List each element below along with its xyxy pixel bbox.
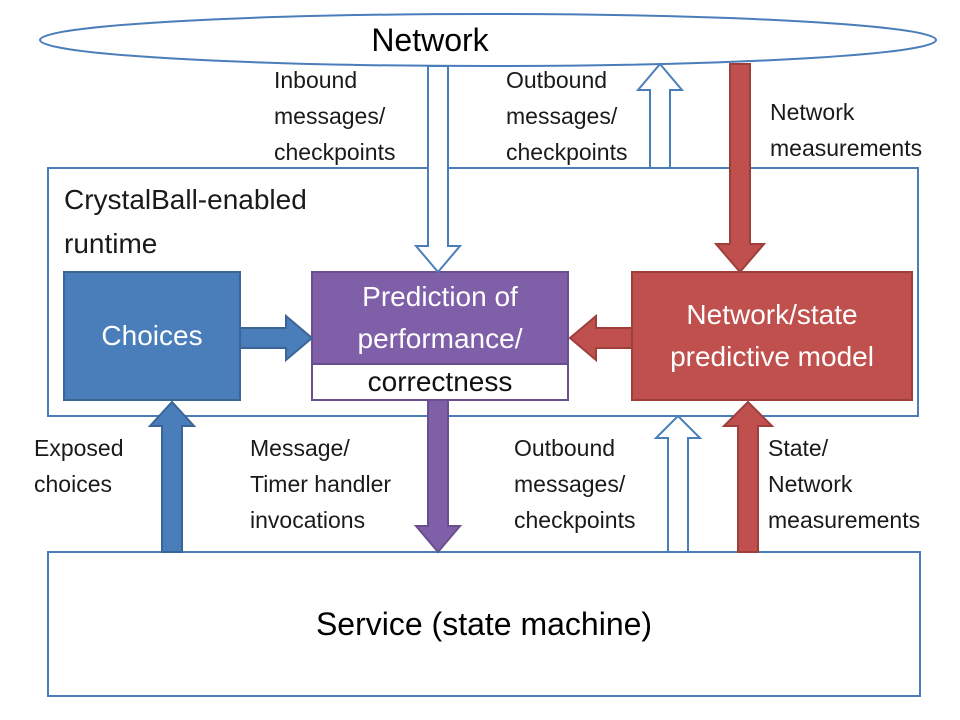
exposed-choices-label: Exposed choices <box>34 435 124 497</box>
choices-to-prediction-arrow <box>239 313 314 363</box>
outbound-top-label: Outbound messages/ checkpoints <box>506 67 628 165</box>
handler-invocations-arrow <box>413 399 463 554</box>
model-label: Network/state predictive model <box>670 299 874 372</box>
runtime-label: CrystalBall-enabled runtime <box>64 184 307 259</box>
network-measurements-arrow <box>713 63 767 274</box>
network-ellipse <box>39 13 937 67</box>
outbound-bottom-arrow <box>653 414 703 553</box>
state-measurements-arrow <box>721 400 775 553</box>
inbound-arrow <box>413 65 463 274</box>
model-to-prediction-arrow <box>568 313 633 363</box>
service-label: Service (state machine) <box>315 605 653 642</box>
network-label: Network <box>371 22 489 58</box>
choices-box <box>63 271 241 401</box>
state-measurements-label: State/ Network measurements <box>768 435 921 533</box>
outbound-bottom-label: Outbound messages/ checkpoints <box>514 435 636 533</box>
prediction-label-top: Prediction of performance/ <box>357 281 523 354</box>
choices-label: Choices <box>101 320 203 351</box>
outbound-top-arrow <box>635 62 685 169</box>
model-box <box>631 271 913 401</box>
prediction-label-bottom: correctness <box>367 366 513 397</box>
exposed-choices-arrow <box>147 400 197 553</box>
service-box <box>47 551 921 697</box>
network-measurements-label: Network measurements <box>770 99 923 161</box>
handler-label: Message/ Timer handler invocations <box>250 435 392 533</box>
inbound-label: Inbound messages/ checkpoints <box>274 67 396 165</box>
